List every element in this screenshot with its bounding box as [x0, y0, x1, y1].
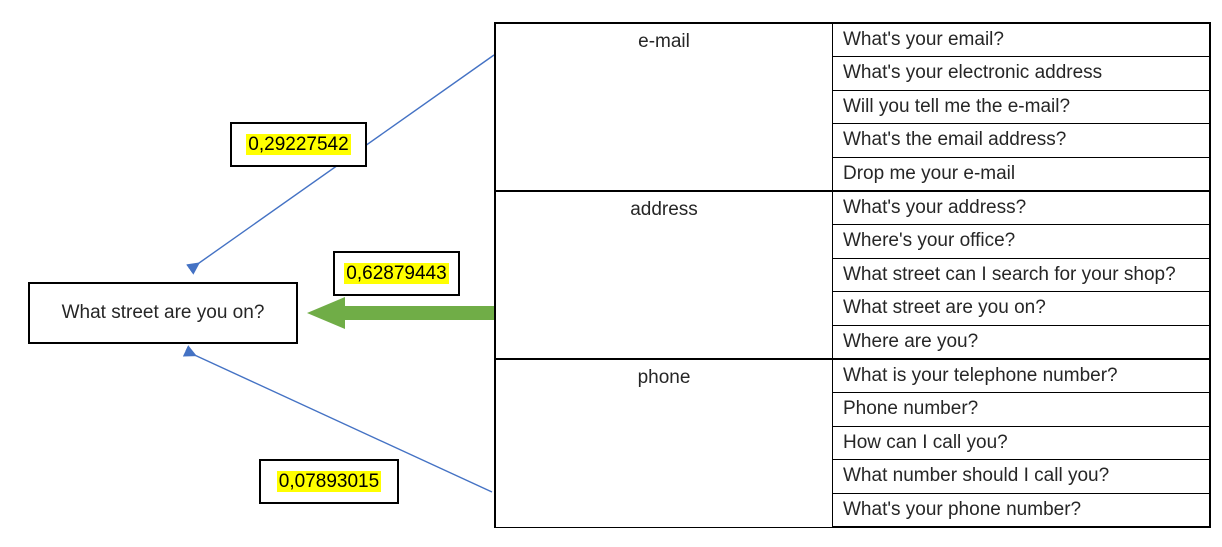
connector-address-selected-arrow — [307, 297, 494, 329]
utterance-cell: What's your electronic address — [832, 56, 1211, 91]
intent-label-address: address — [494, 189, 833, 360]
utterance-cell: What's the email address? — [832, 123, 1211, 158]
table-row: What's your phone number? — [495, 492, 1211, 528]
intent-label-email: e-mail — [494, 22, 833, 192]
utterance-cell: What's your email? — [832, 22, 1211, 58]
user-query-text: What street are you on? — [61, 302, 265, 323]
table-row: Will you tell me the e-mail? — [495, 89, 1211, 125]
utterance-cell: Phone number? — [832, 392, 1211, 427]
table-row: What street can I search for your shop? — [495, 257, 1211, 293]
table-row: Drop me your e-mail — [495, 156, 1211, 192]
utterance-cell-matched: What street are you on? — [832, 291, 1211, 326]
table-row: What number should I call you? — [495, 459, 1211, 494]
score-value-phone: 0,07893015 — [276, 470, 382, 493]
score-label-email: 0,29227542 — [230, 122, 367, 167]
utterance-cell: What street can I search for your shop? — [832, 257, 1211, 293]
score-value-address: 0,62879443 — [344, 262, 449, 285]
user-query-box: What street are you on? — [28, 282, 298, 344]
utterance-cell: Will you tell me the e-mail? — [832, 89, 1211, 125]
intent-label-phone: phone — [494, 357, 833, 528]
table-row: What street are you on? — [495, 291, 1211, 326]
table-row: address What's your address? — [494, 189, 1211, 360]
score-value-email: 0,29227542 — [246, 133, 351, 156]
score-label-phone: 0,07893015 — [259, 459, 399, 504]
utterance-cell: Drop me your e-mail — [832, 156, 1211, 192]
score-label-address: 0,62879443 — [333, 251, 460, 296]
utterance-cell: What is your telephone number? — [832, 357, 1211, 394]
intent-utterance-table: e-mail What's your email? What's your el… — [494, 22, 1211, 528]
table-row: What's your electronic address — [495, 56, 1211, 91]
table-row: Phone number? — [495, 392, 1211, 427]
table-row: phone What is your telephone number? — [494, 357, 1211, 528]
table-row: Where's your office? — [495, 224, 1211, 259]
table-row: How can I call you? — [495, 425, 1211, 461]
utterance-cell: How can I call you? — [832, 425, 1211, 461]
utterance-cell: What's your address? — [832, 189, 1211, 226]
utterance-cell: What number should I call you? — [832, 459, 1211, 494]
utterance-cell: Where's your office? — [832, 224, 1211, 259]
table-row: What's the email address? — [495, 123, 1211, 158]
utterance-cell: What's your phone number? — [832, 492, 1211, 528]
table-row: Where are you? — [495, 324, 1211, 360]
utterance-cell: Where are you? — [832, 324, 1211, 360]
table-row: e-mail What's your email? — [494, 22, 1211, 192]
